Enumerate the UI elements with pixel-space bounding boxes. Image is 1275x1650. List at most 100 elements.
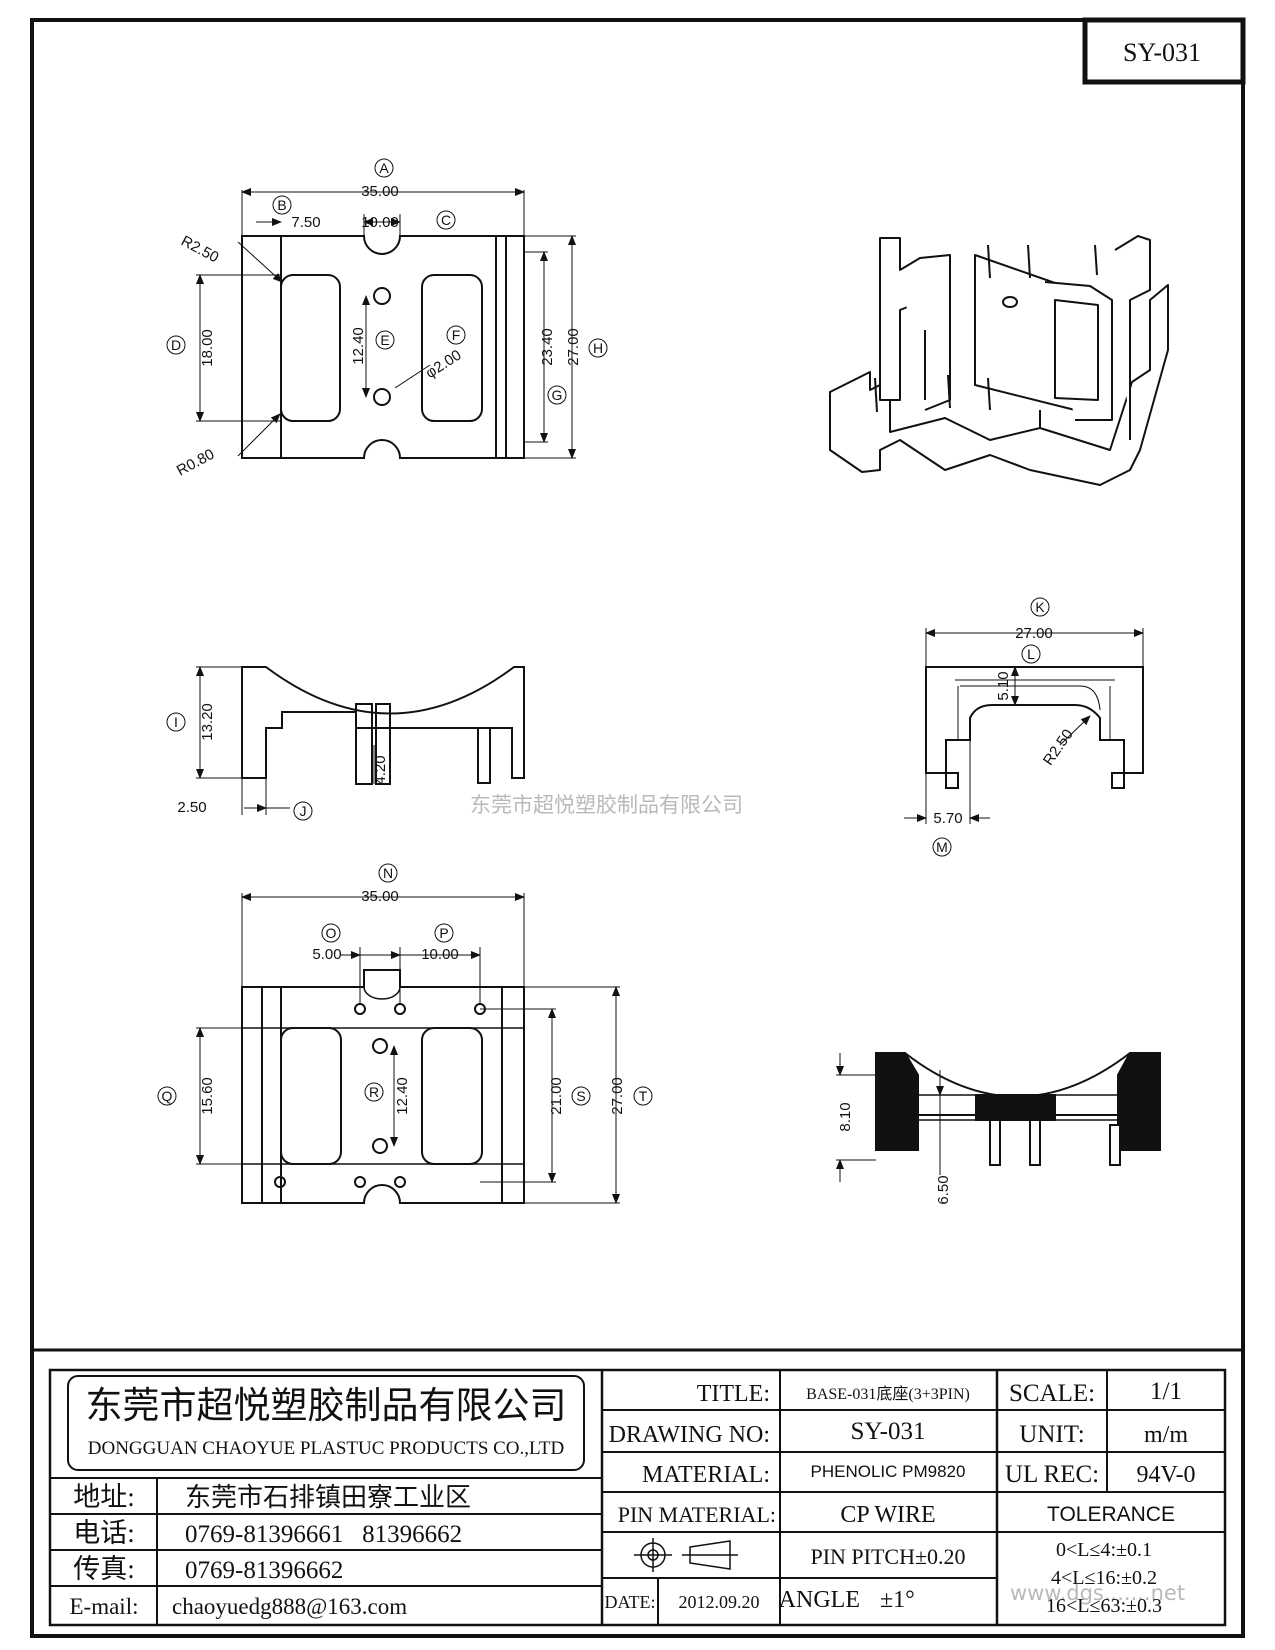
svg-text:O: O bbox=[326, 925, 337, 941]
bottom-view-outline bbox=[241, 969, 525, 1204]
dim-radius-outer: R2.50 bbox=[178, 233, 221, 267]
company-name-en: DONGGUAN CHAOYUE PLASTUC PRODUCTS CO.,LT… bbox=[88, 1438, 564, 1459]
tolerance-row: 0<L≤4:±0.1 bbox=[1056, 1539, 1152, 1561]
unit-value: m/m bbox=[1144, 1422, 1188, 1448]
title-label: TITLE: bbox=[697, 1381, 770, 1407]
contact-address: 东莞市石排镇田寮工业区 bbox=[185, 1483, 471, 1512]
top-view-window-right bbox=[421, 274, 483, 422]
contact-label: 地址: bbox=[73, 1482, 135, 1512]
side-view-outline bbox=[925, 666, 1144, 774]
tolerance-label: TOLERANCE bbox=[1047, 1503, 1175, 1526]
material-label: MATERIAL: bbox=[642, 1462, 770, 1488]
callout-bubble: A bbox=[374, 158, 394, 178]
pin-hole bbox=[373, 388, 391, 406]
pin-hole bbox=[373, 287, 391, 305]
svg-text:J: J bbox=[300, 803, 307, 819]
dim-radius-side: R2.50 bbox=[1040, 726, 1077, 769]
callout-bubble: N bbox=[378, 863, 398, 883]
dim-pin-spacing-e: 12.40 bbox=[350, 327, 367, 365]
scale-label: SCALE: bbox=[1009, 1380, 1095, 1407]
callout-bubble: J bbox=[293, 801, 313, 821]
scale-value: 1/1 bbox=[1150, 1378, 1182, 1405]
pin-material-value: CP WIRE bbox=[840, 1502, 935, 1528]
svg-text:I: I bbox=[174, 714, 178, 730]
svg-text:M: M bbox=[936, 839, 948, 855]
date-label: DATE: bbox=[605, 1592, 656, 1612]
drawing-no-label: DRAWING NO: bbox=[609, 1422, 770, 1448]
callout-bubble: B bbox=[272, 195, 292, 215]
dim-section-height-a: 8.10 bbox=[837, 1102, 854, 1131]
drawing-code-box: SY-031 bbox=[1082, 17, 1246, 85]
title-block bbox=[48, 1368, 1227, 1627]
dim-radius-inner: R0.80 bbox=[174, 446, 217, 480]
dim-slot-o: 5.00 bbox=[312, 946, 341, 963]
dim-overall-height-t: 27.00 bbox=[609, 1077, 626, 1115]
side-view-labels: 27.00 5.10 R2.50 5.70 K L M bbox=[932, 597, 1077, 857]
dim-pin-length: 4.20 bbox=[372, 755, 389, 784]
svg-text:Q: Q bbox=[162, 1088, 173, 1104]
svg-text:F: F bbox=[452, 327, 461, 343]
svg-text:R: R bbox=[369, 1084, 379, 1100]
dim-height-s: 21.00 bbox=[548, 1077, 565, 1115]
side-view bbox=[904, 628, 1144, 824]
pin-hole bbox=[354, 1176, 366, 1188]
angle-label: ANGLE bbox=[779, 1587, 860, 1613]
callout-bubble: T bbox=[633, 1086, 653, 1106]
front-view-outline bbox=[241, 666, 525, 779]
dim-pitch-p: 10.00 bbox=[421, 946, 459, 963]
title-block-text: 东莞市超悦塑胶制品有限公司 DONGGUAN CHAOYUE PLASTUC P… bbox=[70, 1378, 1196, 1619]
pin-material-label: PIN MATERIAL: bbox=[618, 1502, 776, 1527]
callout-bubble: R bbox=[364, 1082, 384, 1102]
svg-text:N: N bbox=[383, 865, 393, 881]
svg-text:T: T bbox=[639, 1088, 648, 1104]
tolerance-row: 4<L≤16:±0.2 bbox=[1051, 1567, 1157, 1589]
front-view-labels: 13.20 4.20 2.50 I J bbox=[166, 703, 389, 821]
dim-height-d: 18.00 bbox=[199, 329, 216, 367]
svg-text:L: L bbox=[1027, 646, 1035, 662]
bottom-view bbox=[196, 893, 620, 1204]
dim-depth-l: 5.10 bbox=[995, 671, 1012, 700]
svg-text:K: K bbox=[1035, 599, 1045, 615]
title-value: BASE-031底座(3+3PIN) bbox=[806, 1385, 970, 1403]
isometric-view bbox=[829, 235, 1169, 486]
pin-hole bbox=[274, 1176, 286, 1188]
callout-bubble: S bbox=[571, 1086, 591, 1106]
svg-text:C: C bbox=[441, 212, 451, 228]
top-view bbox=[196, 188, 576, 459]
contact-label: 电话: bbox=[73, 1518, 135, 1548]
contact-email: chaoyuedg888@163.com bbox=[172, 1594, 407, 1619]
dim-height-g: 23.40 bbox=[539, 328, 556, 366]
dim-height-i: 13.20 bbox=[199, 703, 216, 741]
svg-text:G: G bbox=[552, 387, 563, 403]
callout-bubble: G bbox=[547, 385, 567, 405]
dim-overall-width: 35.00 bbox=[361, 183, 399, 200]
contact-label: E-mail: bbox=[70, 1594, 139, 1619]
pin-hole bbox=[394, 1176, 406, 1188]
company-name-cn: 东莞市超悦塑胶制品有限公司 bbox=[86, 1385, 567, 1427]
top-view-labels: 35.00 7.50 10.00 R2.50 R0.80 18.00 12.40… bbox=[166, 158, 608, 480]
pin-hole bbox=[372, 1138, 388, 1154]
ul-value: 94V-0 bbox=[1136, 1462, 1195, 1488]
dim-pin-spacing-r: 12.40 bbox=[394, 1077, 411, 1115]
callout-bubble: C bbox=[436, 210, 456, 230]
section-view bbox=[836, 1052, 1161, 1182]
dim-width-k: 27.00 bbox=[1015, 625, 1053, 642]
dim-offset-b: 7.50 bbox=[291, 214, 320, 231]
svg-text:D: D bbox=[171, 337, 181, 353]
tolerance-row: 16<L≤63:±0.3 bbox=[1046, 1595, 1162, 1617]
dim-offset-j: 2.50 bbox=[177, 799, 206, 816]
dim-height-q: 15.60 bbox=[199, 1077, 216, 1115]
section-view-labels: 8.10 6.50 bbox=[837, 1102, 952, 1204]
pin-pitch: PIN PITCH±0.20 bbox=[810, 1544, 965, 1569]
svg-text:P: P bbox=[439, 925, 448, 941]
svg-text:B: B bbox=[277, 197, 286, 213]
callout-bubble: H bbox=[588, 338, 608, 358]
svg-text:A: A bbox=[379, 160, 389, 176]
pin-hole bbox=[354, 1003, 366, 1015]
angle-value: ±1° bbox=[880, 1587, 915, 1613]
callout-bubble: E bbox=[375, 330, 395, 350]
dim-overall-width-n: 35.00 bbox=[361, 888, 399, 905]
callout-bubble: I bbox=[166, 712, 186, 732]
callout-bubble: L bbox=[1021, 644, 1041, 664]
